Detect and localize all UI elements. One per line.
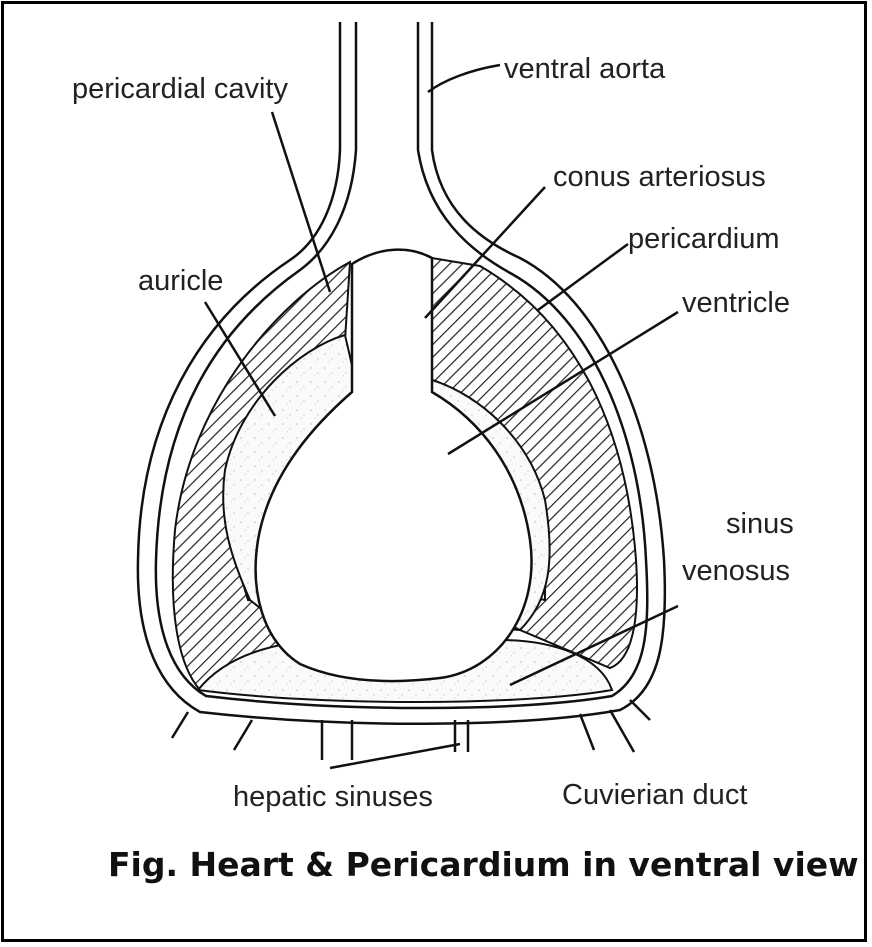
- label-venosus: venosus: [682, 555, 790, 587]
- label-hepatic-sinuses: hepatic sinuses: [233, 781, 433, 813]
- hepatic-sinus-vessel-left: [322, 720, 352, 760]
- label-sinus: sinus: [726, 508, 794, 540]
- label-ventricle: ventricle: [682, 287, 790, 319]
- figure-caption: Fig. Heart & Pericardium in ventral view: [108, 845, 859, 884]
- hepatic-sinus-vessel-right: [455, 720, 468, 752]
- leader-hepatic-sinuses: [330, 744, 460, 768]
- leader-ventral-aorta: [428, 65, 500, 92]
- label-conus-arteriosus: conus arteriosus: [553, 161, 766, 193]
- label-pericardial-cavity: pericardial cavity: [72, 73, 288, 105]
- label-auricle: auricle: [138, 265, 223, 297]
- label-cuvierian-duct: Cuvierian duct: [562, 779, 747, 811]
- label-pericardium: pericardium: [628, 223, 780, 255]
- label-ventral-aorta: ventral aorta: [504, 53, 666, 85]
